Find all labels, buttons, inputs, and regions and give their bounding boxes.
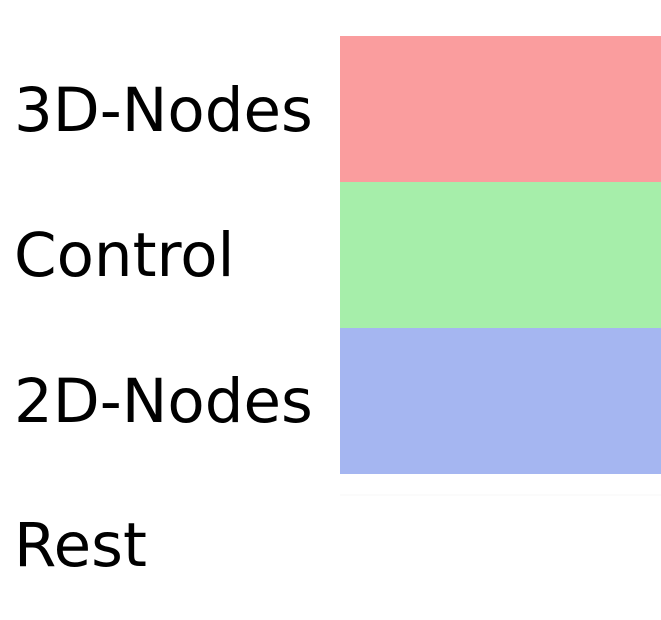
legend-swatch-rest [340, 494, 661, 496]
legend-swatch-3d-nodes [340, 36, 661, 182]
legend-row-control: Control [0, 182, 661, 328]
legend-label-rest: Rest [14, 510, 147, 581]
legend-label-3d-nodes: 3D-Nodes [14, 75, 313, 146]
legend-row-3d-nodes: 3D-Nodes [0, 36, 661, 182]
legend-swatch-2d-nodes [340, 328, 661, 474]
legend-label-2d-nodes: 2D-Nodes [14, 366, 313, 437]
color-legend: 3D-Nodes Control 2D-Nodes Rest [0, 36, 661, 576]
legend-label-control: Control [14, 220, 235, 291]
legend-row-2d-nodes: 2D-Nodes [0, 328, 661, 474]
legend-swatch-control [340, 182, 661, 328]
legend-row-rest: Rest [0, 474, 661, 620]
